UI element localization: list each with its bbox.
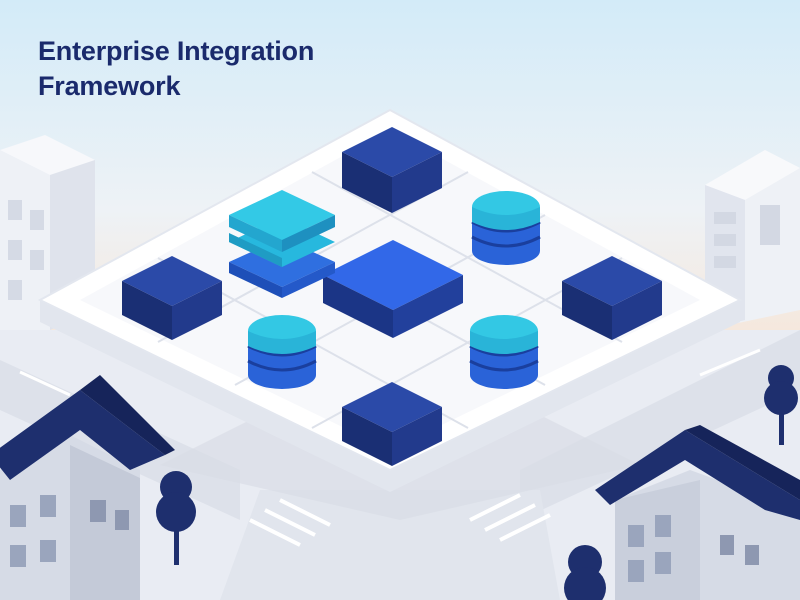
page-title: Enterprise Integration Framework: [38, 34, 314, 104]
central-hub-icon: [323, 240, 463, 338]
tree-icon: [156, 471, 196, 565]
server-block-icon: [342, 127, 442, 213]
database-icon: [471, 191, 541, 265]
pagoda-house-icon: [0, 375, 175, 600]
pagoda-house-icon: [595, 425, 800, 600]
server-block-icon: [562, 256, 662, 340]
building-right-back: [705, 150, 800, 330]
title-line-2: Framework: [38, 71, 181, 101]
server-block-icon: [122, 256, 222, 340]
server-block-icon: [342, 382, 442, 466]
layered-stack-icon: [229, 190, 335, 298]
database-icon: [469, 315, 539, 389]
tree-icon: [764, 365, 798, 445]
database-icon: [247, 315, 317, 389]
title-line-1: Enterprise Integration: [38, 36, 315, 66]
tree-icon: [564, 545, 606, 600]
